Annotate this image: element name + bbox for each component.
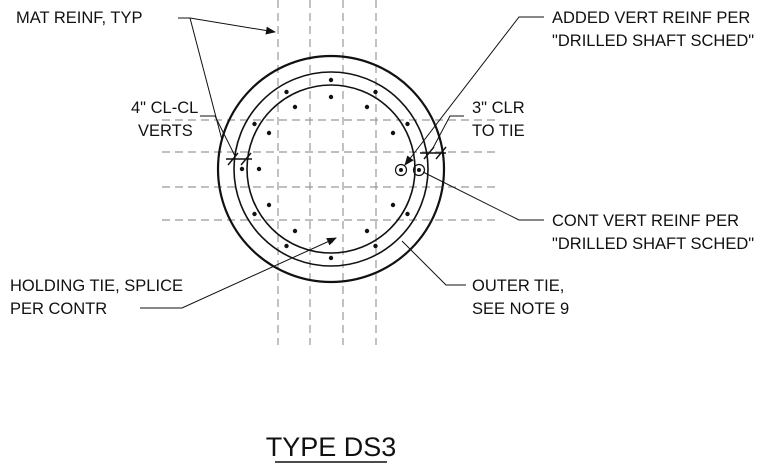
vertical-bar <box>390 202 396 208</box>
vertical-bar <box>364 228 370 234</box>
vertical-bar <box>373 89 378 95</box>
vertical-bar <box>239 166 245 172</box>
added-vert-leader <box>404 16 544 166</box>
holding-tie <box>246 84 416 254</box>
cl-cl-leader <box>200 115 236 157</box>
vertical-bar <box>284 89 289 95</box>
clr-label-line2: TO TIE <box>472 122 525 140</box>
added-vert-label-line2: "DRILLED SHAFT SCHED" <box>552 32 754 50</box>
added-vertical-bar <box>399 168 403 172</box>
vertical-bar <box>292 104 298 110</box>
shaft-perimeter <box>216 54 446 284</box>
added-vertical-bar-ring <box>394 163 408 177</box>
cl-cl-label-line2: VERTS <box>138 122 193 140</box>
holding-tie-label-line1: HOLDING TIE, SPLICE <box>10 277 183 295</box>
dimension-tick <box>227 152 239 166</box>
vertical-bar <box>373 243 378 249</box>
clr-label-line1: 3" CLR <box>472 99 525 117</box>
vertical-bar <box>266 202 272 208</box>
dimension-tick <box>423 146 435 160</box>
cont-vertical-bar-ring <box>412 163 426 177</box>
drawing-title: TYPE DS3 <box>266 432 397 462</box>
outer-tie-leader <box>401 240 466 286</box>
cont-vertical-bar <box>417 168 421 172</box>
mat-reinf-leader <box>178 17 223 141</box>
dimension-tick <box>435 146 447 160</box>
outer-tie <box>233 71 429 267</box>
vertical-bar <box>266 130 272 136</box>
vertical-bar <box>405 211 410 217</box>
clr-leader <box>432 115 464 149</box>
mat-reinforcement-grid <box>162 0 500 345</box>
vertical-bar <box>390 130 396 136</box>
mat-reinf-label: MAT REINF, TYP <box>16 9 143 27</box>
vertical-bar <box>284 243 289 249</box>
holding-tie-leader <box>140 237 337 309</box>
vertical-bar <box>252 211 257 217</box>
cont-vert-label-line2: "DRILLED SHAFT SCHED" <box>552 235 754 253</box>
vertical-bar <box>252 121 257 127</box>
cont-vert-label-line1: CONT VERT REINF PER <box>552 212 739 230</box>
vertical-bar <box>328 255 334 261</box>
vertical-bar <box>292 228 298 234</box>
cont-vert-leader <box>422 171 544 221</box>
highlighted-bars <box>394 163 426 177</box>
dimension-ticks <box>226 146 447 166</box>
holding-tie-label-line2: PER CONTR <box>10 300 107 318</box>
mat-reinf-leader <box>178 17 276 35</box>
outer-tie-label-line1: OUTER TIE, <box>472 277 564 295</box>
vertical-bar <box>256 166 262 172</box>
leader-lines <box>140 16 544 309</box>
vertical-bar <box>328 94 334 100</box>
dimension-tick <box>240 152 252 166</box>
vertical-bar <box>364 104 370 110</box>
vertical-bar <box>405 121 410 127</box>
added-vert-label-line1: ADDED VERT REINF PER <box>552 9 750 27</box>
cl-cl-label-line1: 4" CL-CL <box>131 99 198 117</box>
drilled-shaft <box>216 54 446 284</box>
cont-vertical-bars-inner-ring <box>256 94 396 244</box>
vertical-bar <box>328 77 334 83</box>
cont-vertical-bars-outer-ring <box>239 77 410 261</box>
outer-tie-label-line2: SEE NOTE 9 <box>472 300 569 318</box>
